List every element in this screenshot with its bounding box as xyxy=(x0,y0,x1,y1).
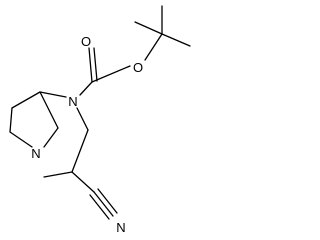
bond-nitrile-triple-a xyxy=(93,191,114,217)
amide-nitrogen-label: N xyxy=(68,94,77,109)
bond-carbonyl-double-a xyxy=(88,47,93,83)
bond-ester-oxygen-to-carbonyl-carbon xyxy=(91,65,131,83)
chemical-structure-diagram: O O N N N xyxy=(9,5,191,235)
bond-tbu-quaternary-to-methyl-right xyxy=(161,33,191,47)
bond-bridge-ch2-to-bridgehead-n xyxy=(43,127,59,148)
nitrile-nitrogen-label: N xyxy=(116,220,125,235)
bond-cyano-carbon-to-nitrile-carbon xyxy=(71,171,95,193)
bond-amide-n-to-bridgehead-c xyxy=(39,91,67,98)
bond-ch2-left-to-ch2-lower xyxy=(9,107,13,133)
bond-nitrile-triple-c xyxy=(89,194,110,220)
bond-nitrile-triple-b xyxy=(97,188,118,214)
bond-carbonyl-carbon-to-amide-n xyxy=(79,81,93,96)
bond-ch2-lower-to-bridgehead-n xyxy=(9,131,33,148)
bond-bridgehead-c-to-ch2-left xyxy=(11,91,41,109)
bond-tbu-to-ester-oxygen xyxy=(144,33,163,61)
carbonyl-oxygen-label: O xyxy=(81,34,91,49)
bond-cyano-carbon-to-bridgehead-n xyxy=(43,171,73,178)
bridgehead-nitrogen-label: N xyxy=(31,146,40,161)
bond-bridgehead-c-to-bridge-ch2 xyxy=(39,91,59,129)
bond-tbu-quaternary-to-methyl-left xyxy=(134,21,163,35)
bond-ring-ch2-to-cyano-carbon xyxy=(71,129,89,173)
bond-amide-n-to-ring-ch2 xyxy=(76,107,89,131)
bond-carbonyl-double-b xyxy=(93,47,98,82)
ester-oxygen-label: O xyxy=(133,60,143,75)
